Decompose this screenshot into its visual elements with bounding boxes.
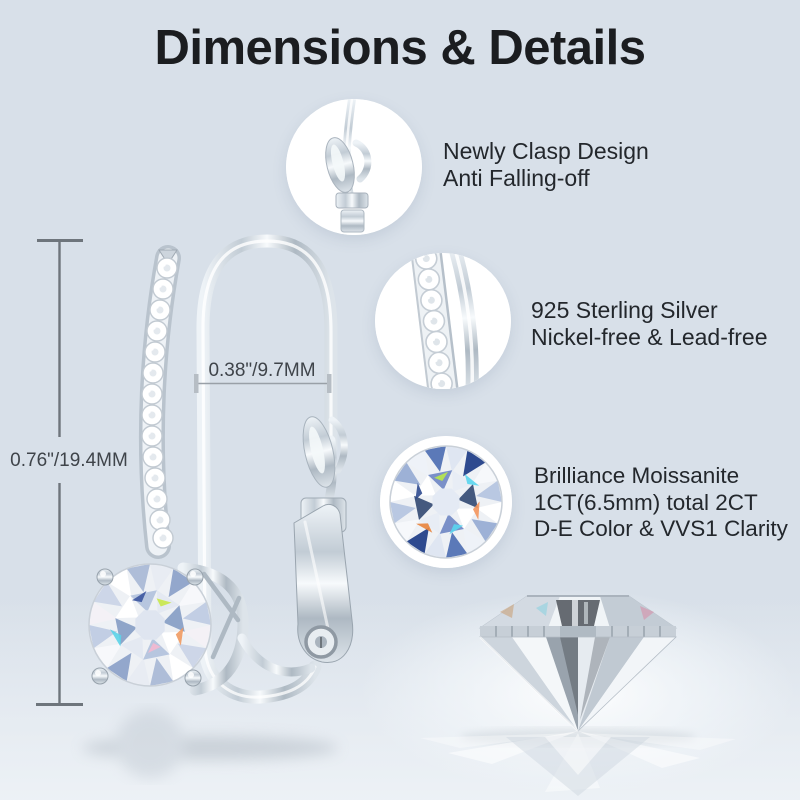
callout-text-stone: Brilliance Moissanite 1CT(6.5mm) total 2… (534, 463, 788, 543)
width-dimension-label: 0.38"/9.7MM (208, 360, 316, 381)
earring-photo (88, 234, 354, 704)
clasp-closeup-image (286, 99, 422, 235)
page-title: Dimensions & Details (154, 21, 646, 75)
callout-line: Nickel-free & Lead-free (531, 324, 768, 350)
callout-text-material: 925 Sterling Silver Nickel-free & Lead-f… (531, 297, 768, 351)
main-stone (88, 563, 212, 687)
callout-line: Anti Falling-off (443, 165, 590, 191)
width-dimension-line (194, 374, 332, 393)
hoop-wire (196, 234, 338, 704)
prongs (91, 568, 204, 687)
callout-line: Newly Clasp Design (443, 138, 649, 164)
callout-circle-material (375, 253, 511, 389)
callout-line: 1CT(6.5mm) total 2CT (534, 489, 758, 515)
callout-circle-clasp (286, 99, 422, 235)
callout-line: 925 Sterling Silver (531, 297, 718, 323)
height-dimension-label: 0.76"/19.4MM (10, 450, 128, 471)
moissanite-top-view-image (380, 436, 512, 568)
earring-reflection (82, 710, 338, 778)
callout-circle-stone (380, 436, 512, 568)
stone-basket (177, 562, 316, 696)
pave-band-closeup-image (375, 253, 511, 389)
loose-diamond-photo (360, 590, 796, 796)
callout-line: D-E Color & VVS1 Clarity (534, 516, 788, 541)
pave-bar (138, 245, 181, 559)
height-dimension-line (36, 239, 83, 706)
callout-text-clasp: Newly Clasp Design Anti Falling-off (443, 138, 649, 192)
callout-line: Brilliance Moissanite (534, 463, 740, 488)
lever-clasp (293, 416, 354, 664)
